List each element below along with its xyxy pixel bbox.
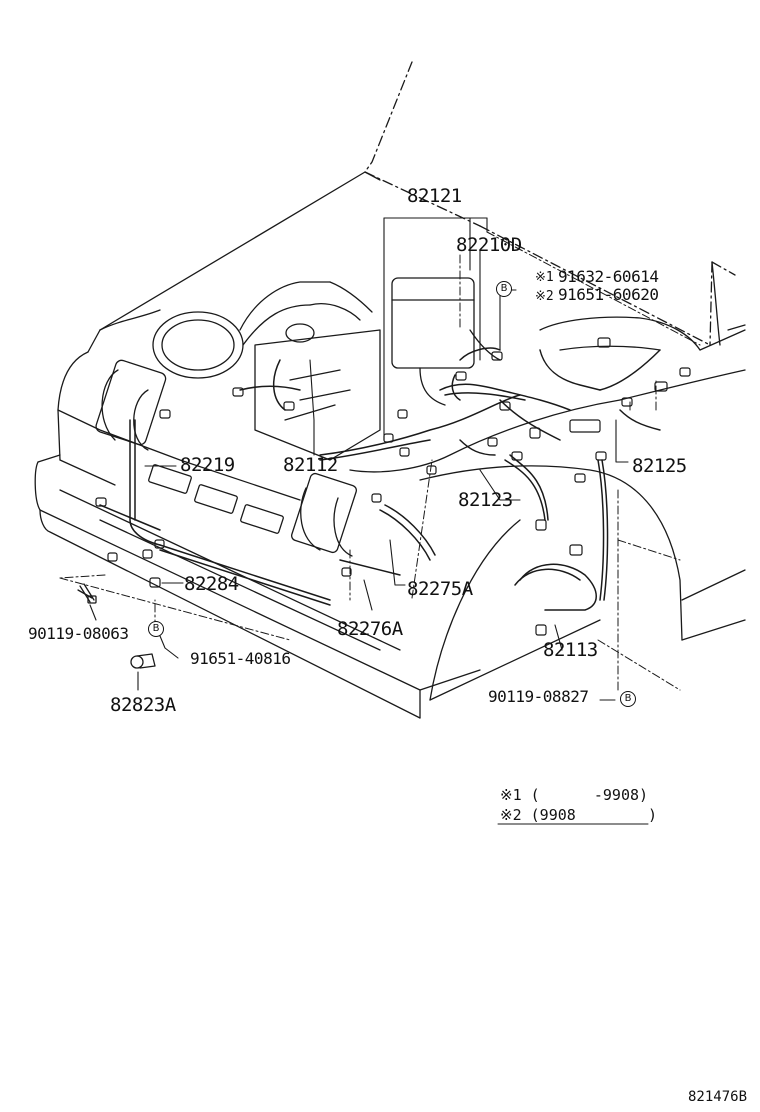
front-bumper	[34, 454, 481, 719]
label-82275A: 82275A	[407, 578, 473, 600]
note2-mark-a: ※2	[535, 289, 554, 304]
legend-row-1: ※1 ( -9908)	[500, 786, 649, 804]
label-82125: 82125	[632, 455, 687, 477]
label-82113: 82113	[543, 639, 598, 661]
bolt-b-circle-left: B	[148, 621, 164, 637]
note1-mark-a: ※1	[535, 270, 554, 285]
harness-wires	[99, 347, 661, 611]
label-82276A: 82276A	[337, 618, 403, 640]
grille	[95, 359, 357, 557]
bolt-b-circle-right: B	[620, 691, 636, 707]
sensor-part	[130, 653, 156, 669]
label-91651-40816: 91651-40816	[190, 649, 291, 668]
bolt-b-circle-top: B	[496, 281, 512, 297]
label-91651-60620: 91651-60620	[558, 285, 659, 304]
connectors	[95, 337, 691, 636]
label-82123: 82123	[458, 489, 513, 511]
hood-outline	[87, 171, 381, 353]
label-82284: 82284	[184, 573, 239, 595]
bolt-part	[77, 583, 97, 604]
legend-row-2: ※2 (9908 )	[500, 806, 658, 824]
label-82219: 82219	[180, 454, 235, 476]
cab-outline	[364, 61, 736, 346]
label-82823A: 82823A	[110, 694, 176, 716]
label-91632-60614: 91632-60614	[558, 267, 659, 286]
label-82210D: 82210D	[456, 234, 522, 256]
label-90119-08063: 90119-08063	[28, 624, 129, 643]
engine	[152, 277, 701, 461]
leader-lines	[89, 217, 629, 701]
label-82112: 82112	[283, 454, 338, 476]
diagram-id: 821476B	[688, 1089, 748, 1105]
label-90119-08827: 90119-08827	[488, 687, 589, 706]
label-82121: 82121	[407, 185, 462, 207]
reference-lines	[59, 231, 701, 691]
